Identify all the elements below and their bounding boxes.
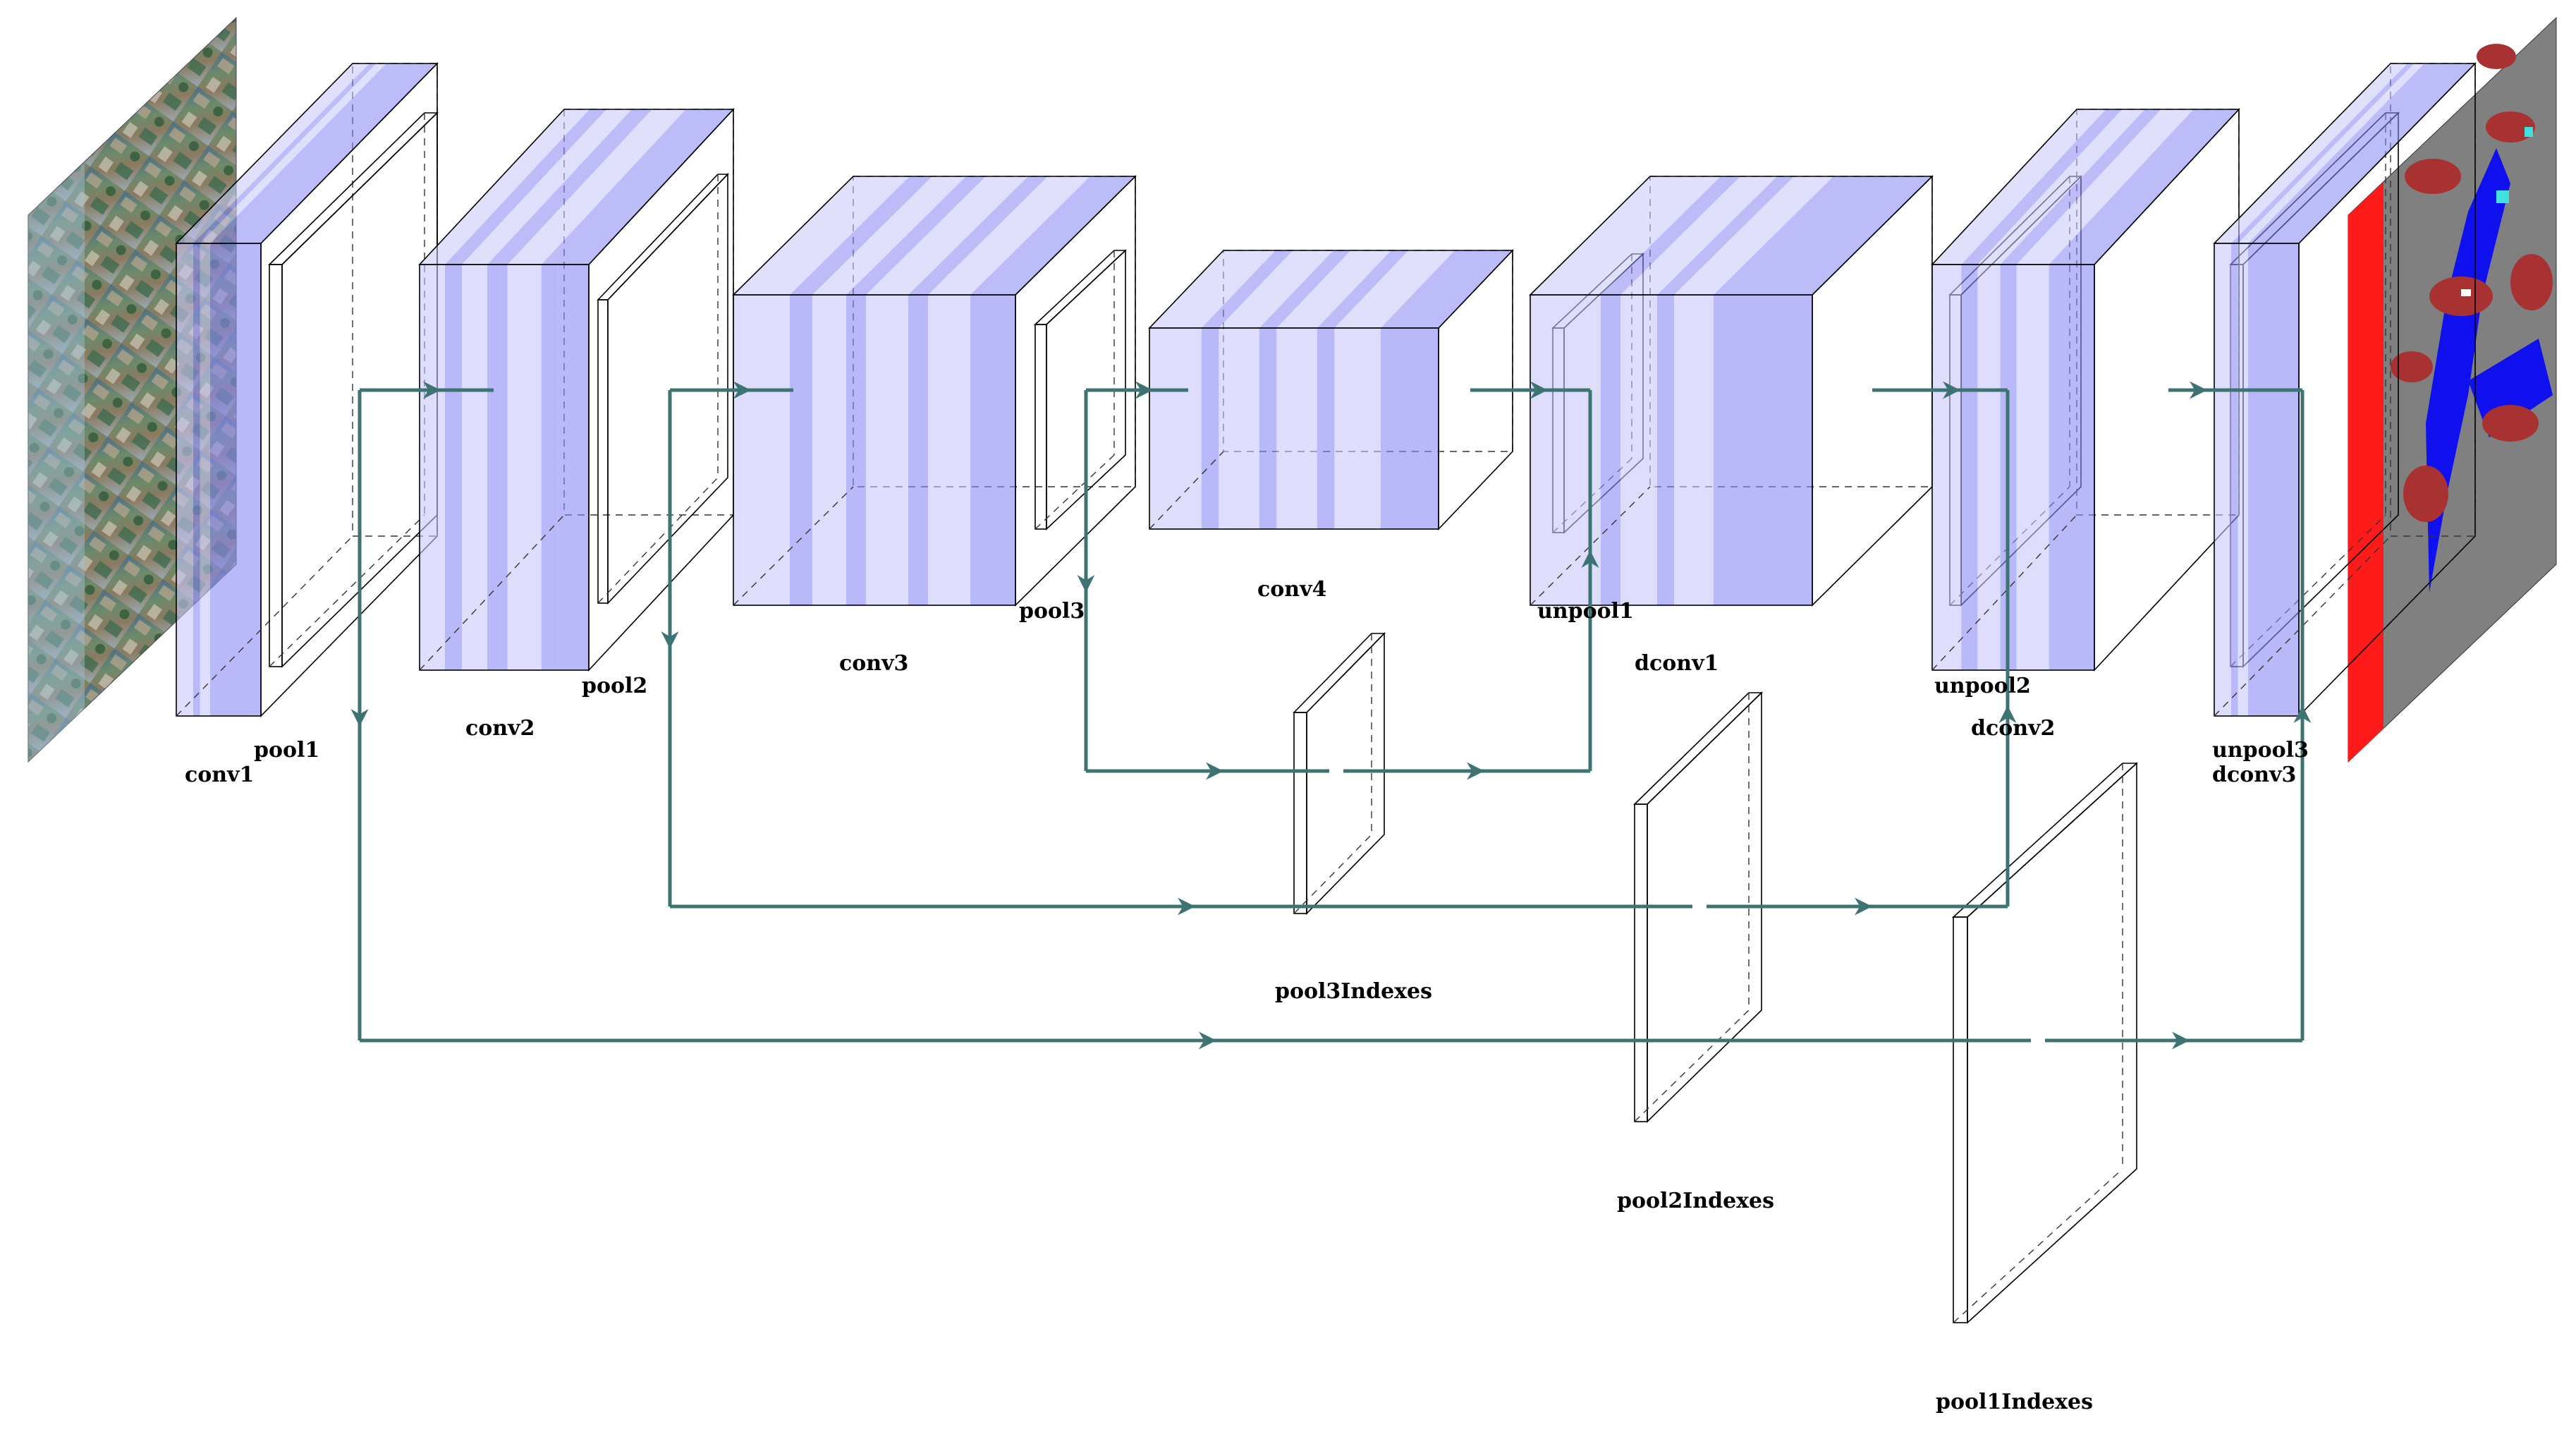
label-pool3: pool3 bbox=[1019, 599, 1085, 624]
label-dconv1: dconv1 bbox=[1635, 651, 1719, 676]
label-conv2: conv2 bbox=[465, 716, 535, 741]
label-pool2-indexes: pool2Indexes bbox=[1617, 1189, 1774, 1213]
block-pool3 bbox=[1033, 249, 1128, 530]
label-dconv2: dconv2 bbox=[1971, 716, 2055, 741]
block-conv1 bbox=[175, 62, 439, 717]
block-pool1-indexes bbox=[1951, 762, 2139, 1324]
block-dconv1 bbox=[1529, 175, 1934, 607]
block-conv3 bbox=[732, 175, 1137, 607]
label-pool1-indexes: pool1Indexes bbox=[1936, 1390, 2093, 1414]
block-pool2 bbox=[597, 173, 729, 605]
label-pool3-indexes: pool3Indexes bbox=[1275, 979, 1432, 1004]
label-conv1: conv1 bbox=[185, 763, 254, 787]
block-dconv2 bbox=[1931, 107, 2240, 672]
label-unpool2: unpool2 bbox=[1934, 674, 2031, 698]
block-conv4 bbox=[1148, 249, 1514, 530]
label-unpool1: unpool1 bbox=[1537, 599, 1634, 624]
block-pool3-indexes bbox=[1293, 632, 1386, 915]
output-segmentation-map bbox=[2348, 16, 2557, 763]
label-pool2: pool2 bbox=[582, 674, 647, 698]
label-conv4: conv4 bbox=[1257, 577, 1326, 602]
label-pool1: pool1 bbox=[254, 738, 319, 763]
flow-arrows bbox=[350, 381, 2312, 1050]
label-unpool3: unpool3 bbox=[2212, 738, 2309, 763]
label-dconv3: dconv3 bbox=[2212, 763, 2296, 787]
label-conv3: conv3 bbox=[839, 651, 908, 676]
block-pool2-indexes bbox=[1633, 691, 1763, 1123]
block-dconv3 bbox=[2213, 62, 2477, 717]
layer-labels: conv1 pool1 conv2 pool2 conv3 pool3 conv… bbox=[185, 577, 2309, 1414]
block-conv2 bbox=[418, 107, 735, 672]
